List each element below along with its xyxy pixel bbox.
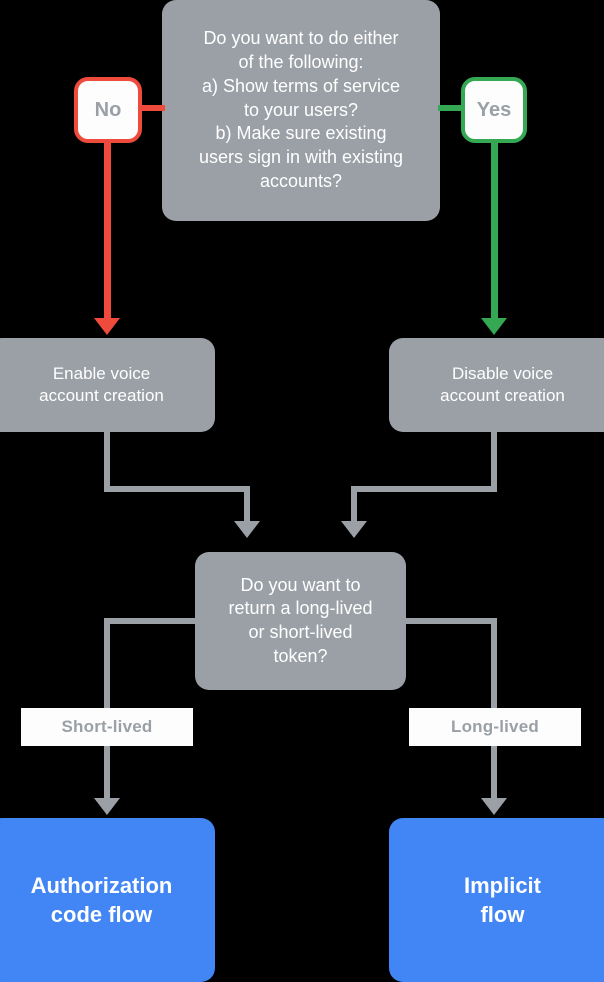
edge-enable-to-token-arrowhead bbox=[234, 521, 260, 538]
edge-label-short-lived-text: Short-lived bbox=[61, 717, 153, 736]
edge-label-long-lived-text: Long-lived bbox=[451, 717, 539, 736]
edge-long-to-implicit-arrowhead bbox=[481, 798, 507, 815]
edge-short-to-auth-arrowhead bbox=[94, 798, 120, 815]
line-2: flow bbox=[480, 902, 525, 927]
edge-yes-to-disable-arrowhead bbox=[481, 318, 507, 335]
edge-enable-vertical-2 bbox=[244, 486, 250, 524]
node-implicit-flow[interactable]: Implicit flow bbox=[389, 818, 604, 982]
node-implicit-flow-text: Implicit flow bbox=[464, 871, 541, 929]
node-disable-voice-text: Disable voice account creation bbox=[440, 363, 565, 408]
line-3: a) Show terms of service bbox=[201, 75, 401, 96]
node-answer-yes-label: Yes bbox=[476, 98, 512, 121]
edge-disable-vertical-1 bbox=[491, 432, 497, 492]
edge-token-short-horizontal bbox=[104, 618, 204, 624]
line-1: Authorization bbox=[30, 872, 173, 898]
edge-terms-to-no bbox=[137, 105, 165, 111]
line-1: Do you want to bbox=[240, 574, 361, 595]
line-1: Enable voice bbox=[52, 363, 151, 383]
line-5: b) Make sure existing bbox=[215, 123, 387, 144]
line-2: code flow bbox=[50, 902, 153, 927]
line-3: or short-lived bbox=[248, 622, 353, 642]
node-answer-no[interactable]: No bbox=[74, 77, 142, 143]
node-answer-no-label: No bbox=[94, 98, 122, 121]
edge-label-short-lived: Short-lived bbox=[21, 708, 193, 746]
node-question-token-text: Do you want to return a long-lived or sh… bbox=[228, 574, 372, 669]
line-4: token? bbox=[273, 645, 328, 666]
node-enable-voice[interactable]: Enable voice account creation bbox=[0, 338, 215, 432]
node-question-terms[interactable]: Do you want to do either of the followin… bbox=[162, 0, 440, 221]
line-2: account creation bbox=[440, 386, 565, 405]
line-2: return a long-lived bbox=[228, 598, 373, 619]
node-enable-voice-text: Enable voice account creation bbox=[39, 363, 164, 408]
edge-enable-horizontal bbox=[104, 486, 250, 492]
node-answer-yes[interactable]: Yes bbox=[461, 77, 527, 143]
line-1: Do you want to do either bbox=[203, 28, 399, 49]
edge-no-to-enable-line bbox=[104, 140, 111, 322]
edge-disable-to-token-arrowhead bbox=[341, 521, 367, 538]
node-question-terms-text: Do you want to do either of the followin… bbox=[199, 27, 403, 193]
node-authorization-code-flow-text: Authorization code flow bbox=[31, 871, 173, 929]
edge-disable-horizontal bbox=[351, 486, 497, 492]
edge-label-long-lived: Long-lived bbox=[409, 708, 581, 746]
edge-token-long-horizontal bbox=[397, 618, 497, 624]
line-1: Implicit bbox=[463, 872, 541, 898]
line-7: accounts? bbox=[259, 170, 343, 191]
line-2: of the following: bbox=[238, 52, 364, 73]
edge-terms-to-yes bbox=[438, 105, 466, 111]
line-1: Disable voice bbox=[451, 363, 554, 383]
node-authorization-code-flow[interactable]: Authorization code flow bbox=[0, 818, 215, 982]
line-4: to your users? bbox=[243, 99, 359, 120]
node-disable-voice[interactable]: Disable voice account creation bbox=[389, 338, 604, 432]
edge-no-to-enable-arrowhead bbox=[94, 318, 120, 335]
edge-enable-vertical-1 bbox=[104, 432, 110, 492]
edge-disable-vertical-2 bbox=[351, 486, 357, 524]
line-2: account creation bbox=[39, 386, 164, 405]
edge-yes-to-disable-line bbox=[491, 140, 498, 322]
node-question-token[interactable]: Do you want to return a long-lived or sh… bbox=[195, 552, 406, 690]
line-6: users sign in with existing bbox=[198, 147, 404, 168]
